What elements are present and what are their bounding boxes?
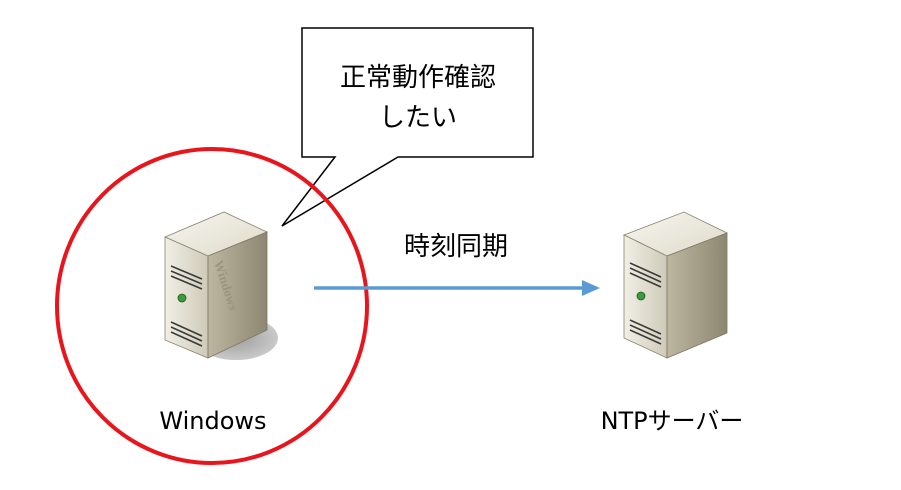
sync-arrow-head xyxy=(582,280,600,296)
sync-arrow xyxy=(314,280,600,296)
speech-bubble-shape xyxy=(281,27,534,227)
windows-server-power-led xyxy=(177,293,187,303)
speech-bubble-line-2: したい xyxy=(379,103,457,133)
highlight-circle xyxy=(55,147,369,465)
ntp-server-power-led xyxy=(636,291,646,301)
ntp-server-side xyxy=(666,232,728,359)
windows-server-vents xyxy=(170,265,203,347)
speech-bubble-line-1: 正常動作確認 xyxy=(340,63,496,93)
ntp-server-icon xyxy=(622,211,729,359)
windows-label: Windows xyxy=(159,407,266,435)
windows-server-side xyxy=(207,231,268,359)
sync-arrow-label: 時刻同期 xyxy=(404,232,508,262)
ntp-server-label: NTPサーバー xyxy=(601,407,744,435)
windows-server-icon: Windows xyxy=(163,211,278,360)
ntp-server-vents xyxy=(629,262,662,345)
speech-bubble: 正常動作確認 したい xyxy=(281,27,534,227)
